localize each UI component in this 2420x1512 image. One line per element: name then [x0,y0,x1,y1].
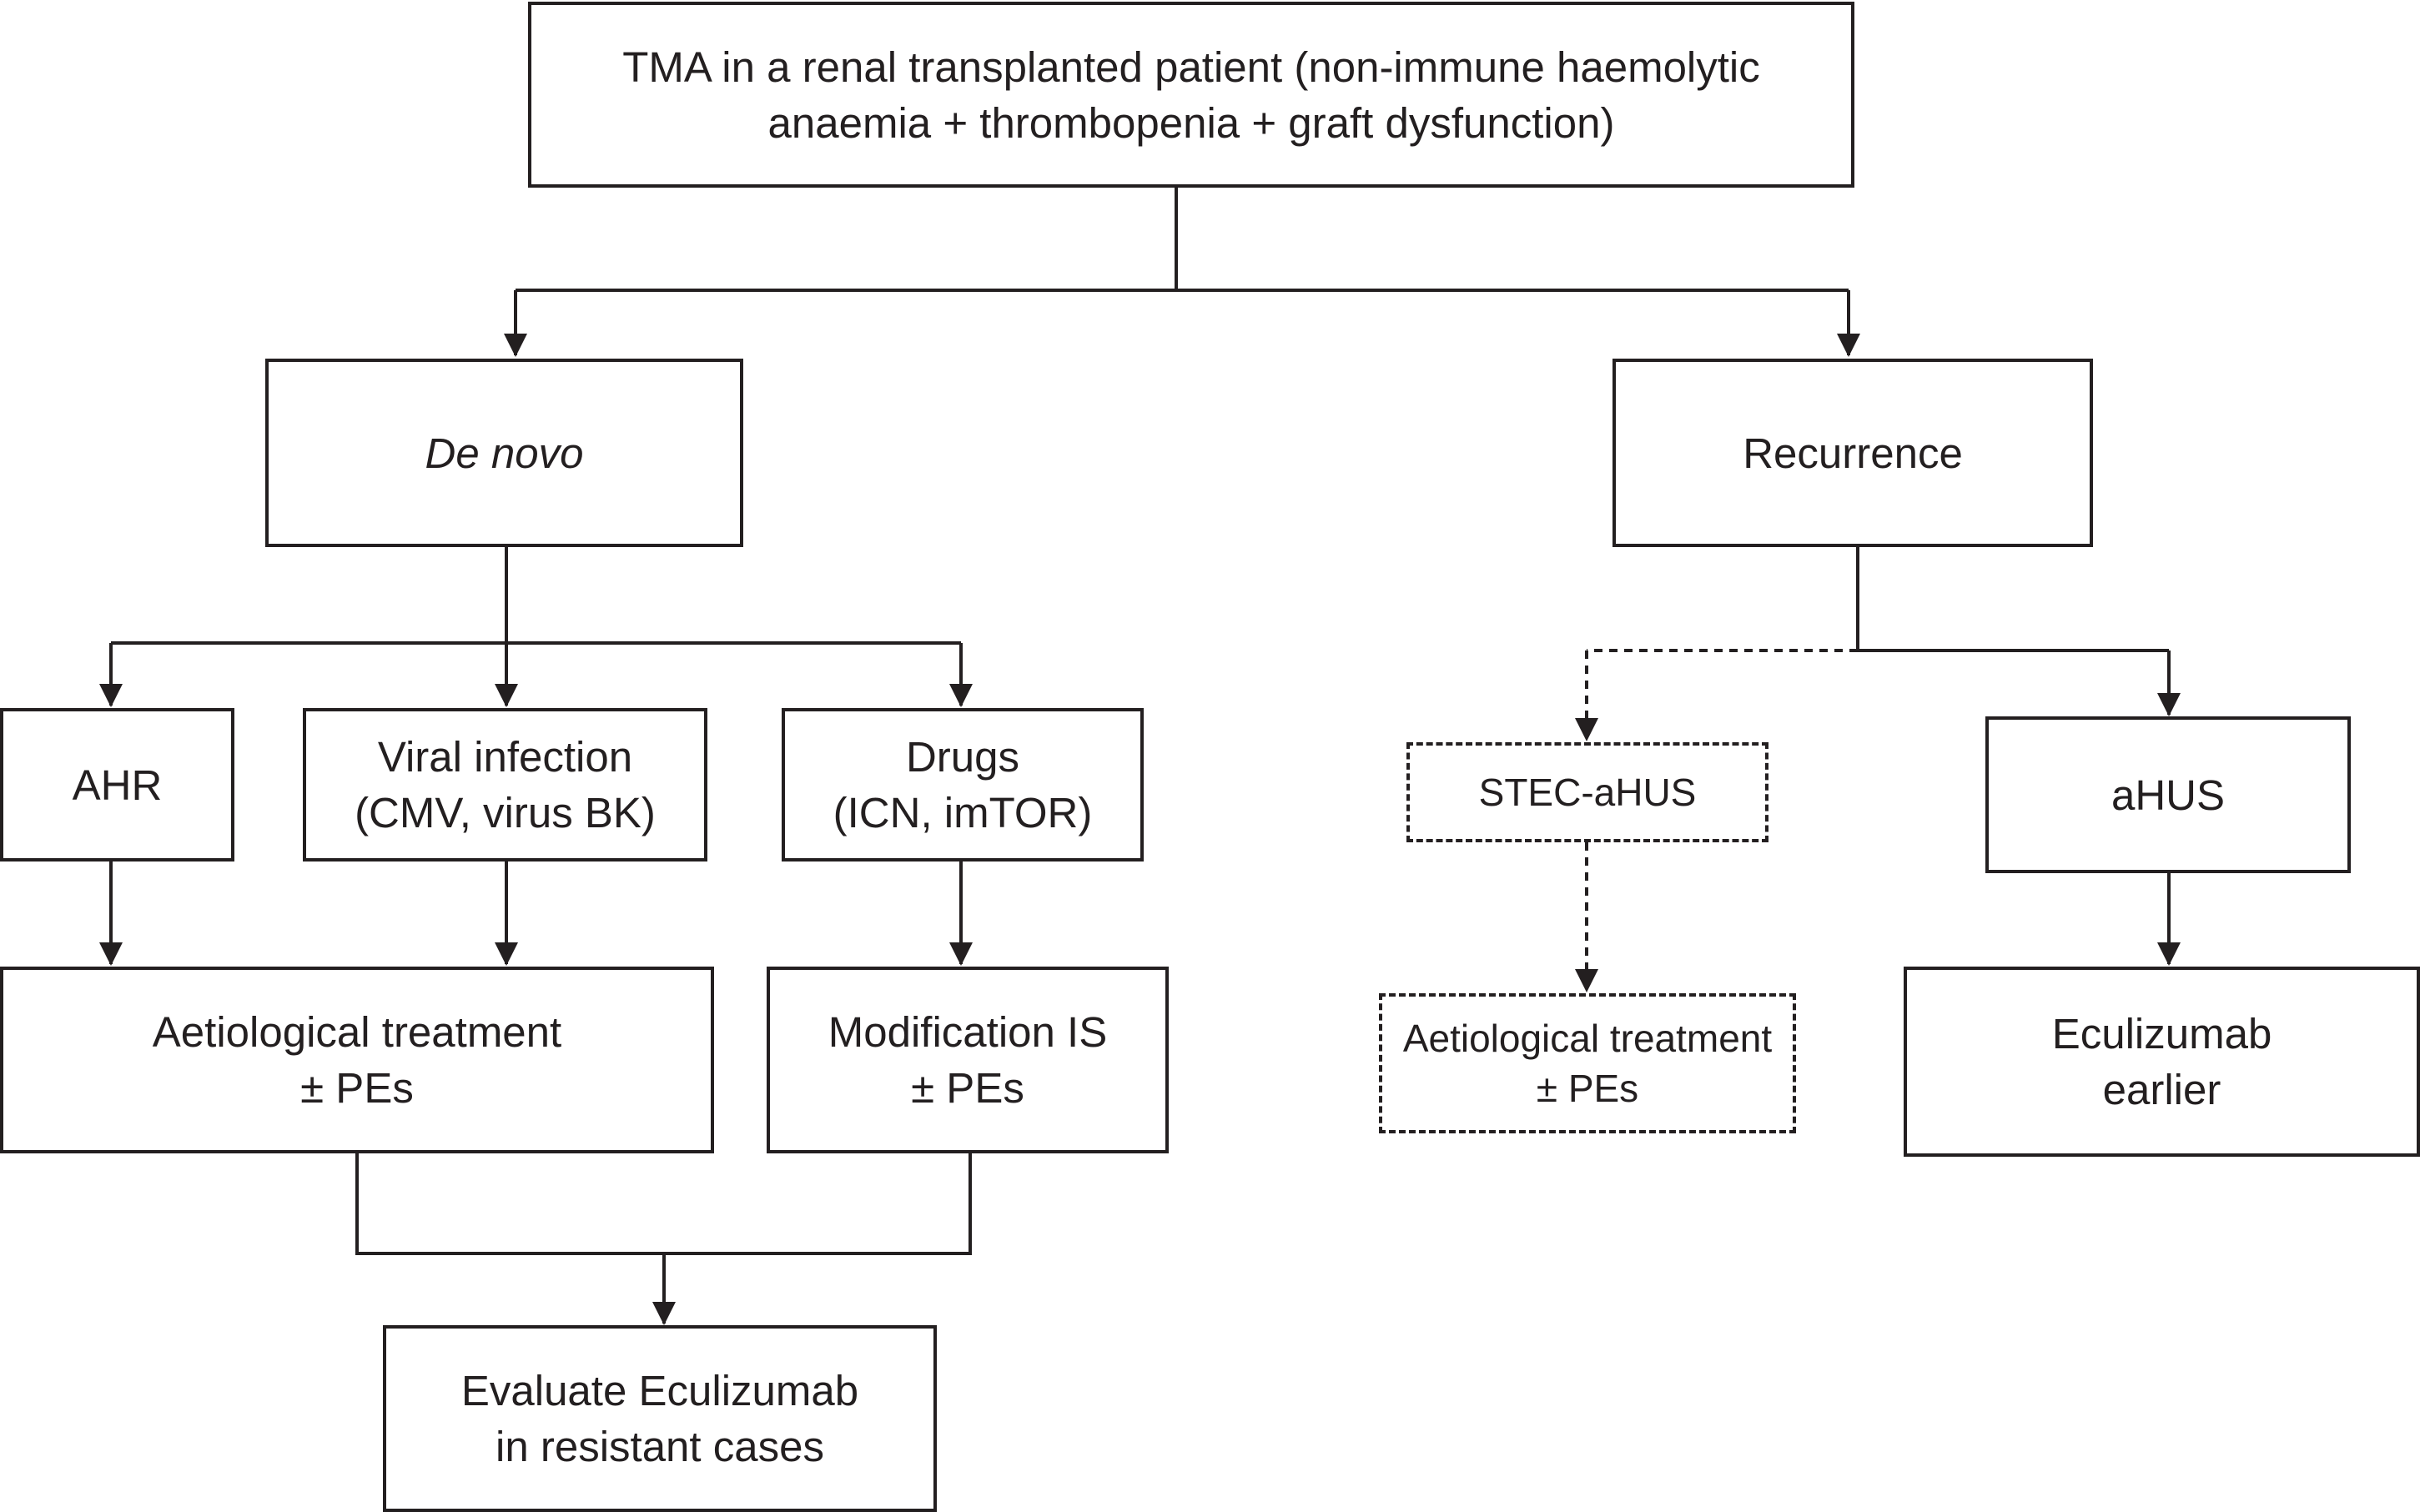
viral-infection-line-1: Viral infection [377,733,633,781]
drugs-line-1: Drugs [905,733,1020,781]
recurrence-node: Recurrence [1612,359,2093,547]
root-line-1: TMA in a renal transplanted patient (non… [622,43,1760,91]
eculizumab-earlier-node: Eculizumab earlier [1904,967,2420,1157]
modification-is-node: Modification IS ± PEs [767,967,1169,1153]
stec-aetiological-treatment-node: Aetiological treatment ± PEs [1379,993,1796,1133]
viral-infection-line-2: (CMV, virus BK) [355,789,656,836]
drugs-line-2: (ICN, imTOR) [833,789,1093,836]
recurrence-treatment-arrows [1575,842,2181,992]
viral-infection-node: Viral infection (CMV, virus BK) [303,708,707,861]
aetiological-treatment-line-2: ± PEs [300,1064,414,1112]
aetiological-treatment-node: Aetiological treatment ± PEs [0,967,714,1153]
stec-ahus-label: STEC-aHUS [1478,771,1697,814]
aetiological-treatment-line-1: Aetiological treatment [152,1008,562,1056]
de-novo-label: De novo [425,429,584,477]
de-novo-connector [99,547,973,707]
evaluate-eculizumab-line-2: in resistant cases [495,1423,824,1470]
modification-is-line-1: Modification IS [828,1008,1108,1056]
ahr-label: AHR [72,761,163,809]
drugs-node: Drugs (ICN, imTOR) [782,708,1144,861]
ahus-label: aHUS [2111,771,2226,819]
eculizumab-earlier-line-2: earlier [2102,1066,2221,1113]
recurrence-label: Recurrence [1743,429,1963,477]
root-connector [504,188,1860,357]
ahus-node: aHUS [1985,716,2351,873]
root-node: TMA in a renal transplanted patient (non… [528,2,1854,188]
treatment-merge-connector [355,1153,972,1325]
modification-is-line-2: ± PEs [911,1064,1024,1112]
evaluate-eculizumab-line-1: Evaluate Eculizumab [460,1367,859,1414]
recurrence-connector [1575,547,2181,741]
eculizumab-earlier-line-1: Eculizumab [2051,1010,2272,1057]
root-line-2: anaemia + thrombopenia + graft dysfuncti… [767,98,1615,147]
ahr-node: AHR [0,708,234,861]
de-novo-node: De novo [265,359,743,547]
stec-treatment-line-1: Aetiological treatment [1402,1017,1773,1060]
causes-to-treatment-arrows [99,861,973,966]
stec-treatment-line-2: ± PEs [1536,1067,1639,1110]
evaluate-eculizumab-node: Evaluate Eculizumab in resistant cases [383,1325,937,1512]
stec-ahus-node: STEC-aHUS [1406,742,1768,842]
